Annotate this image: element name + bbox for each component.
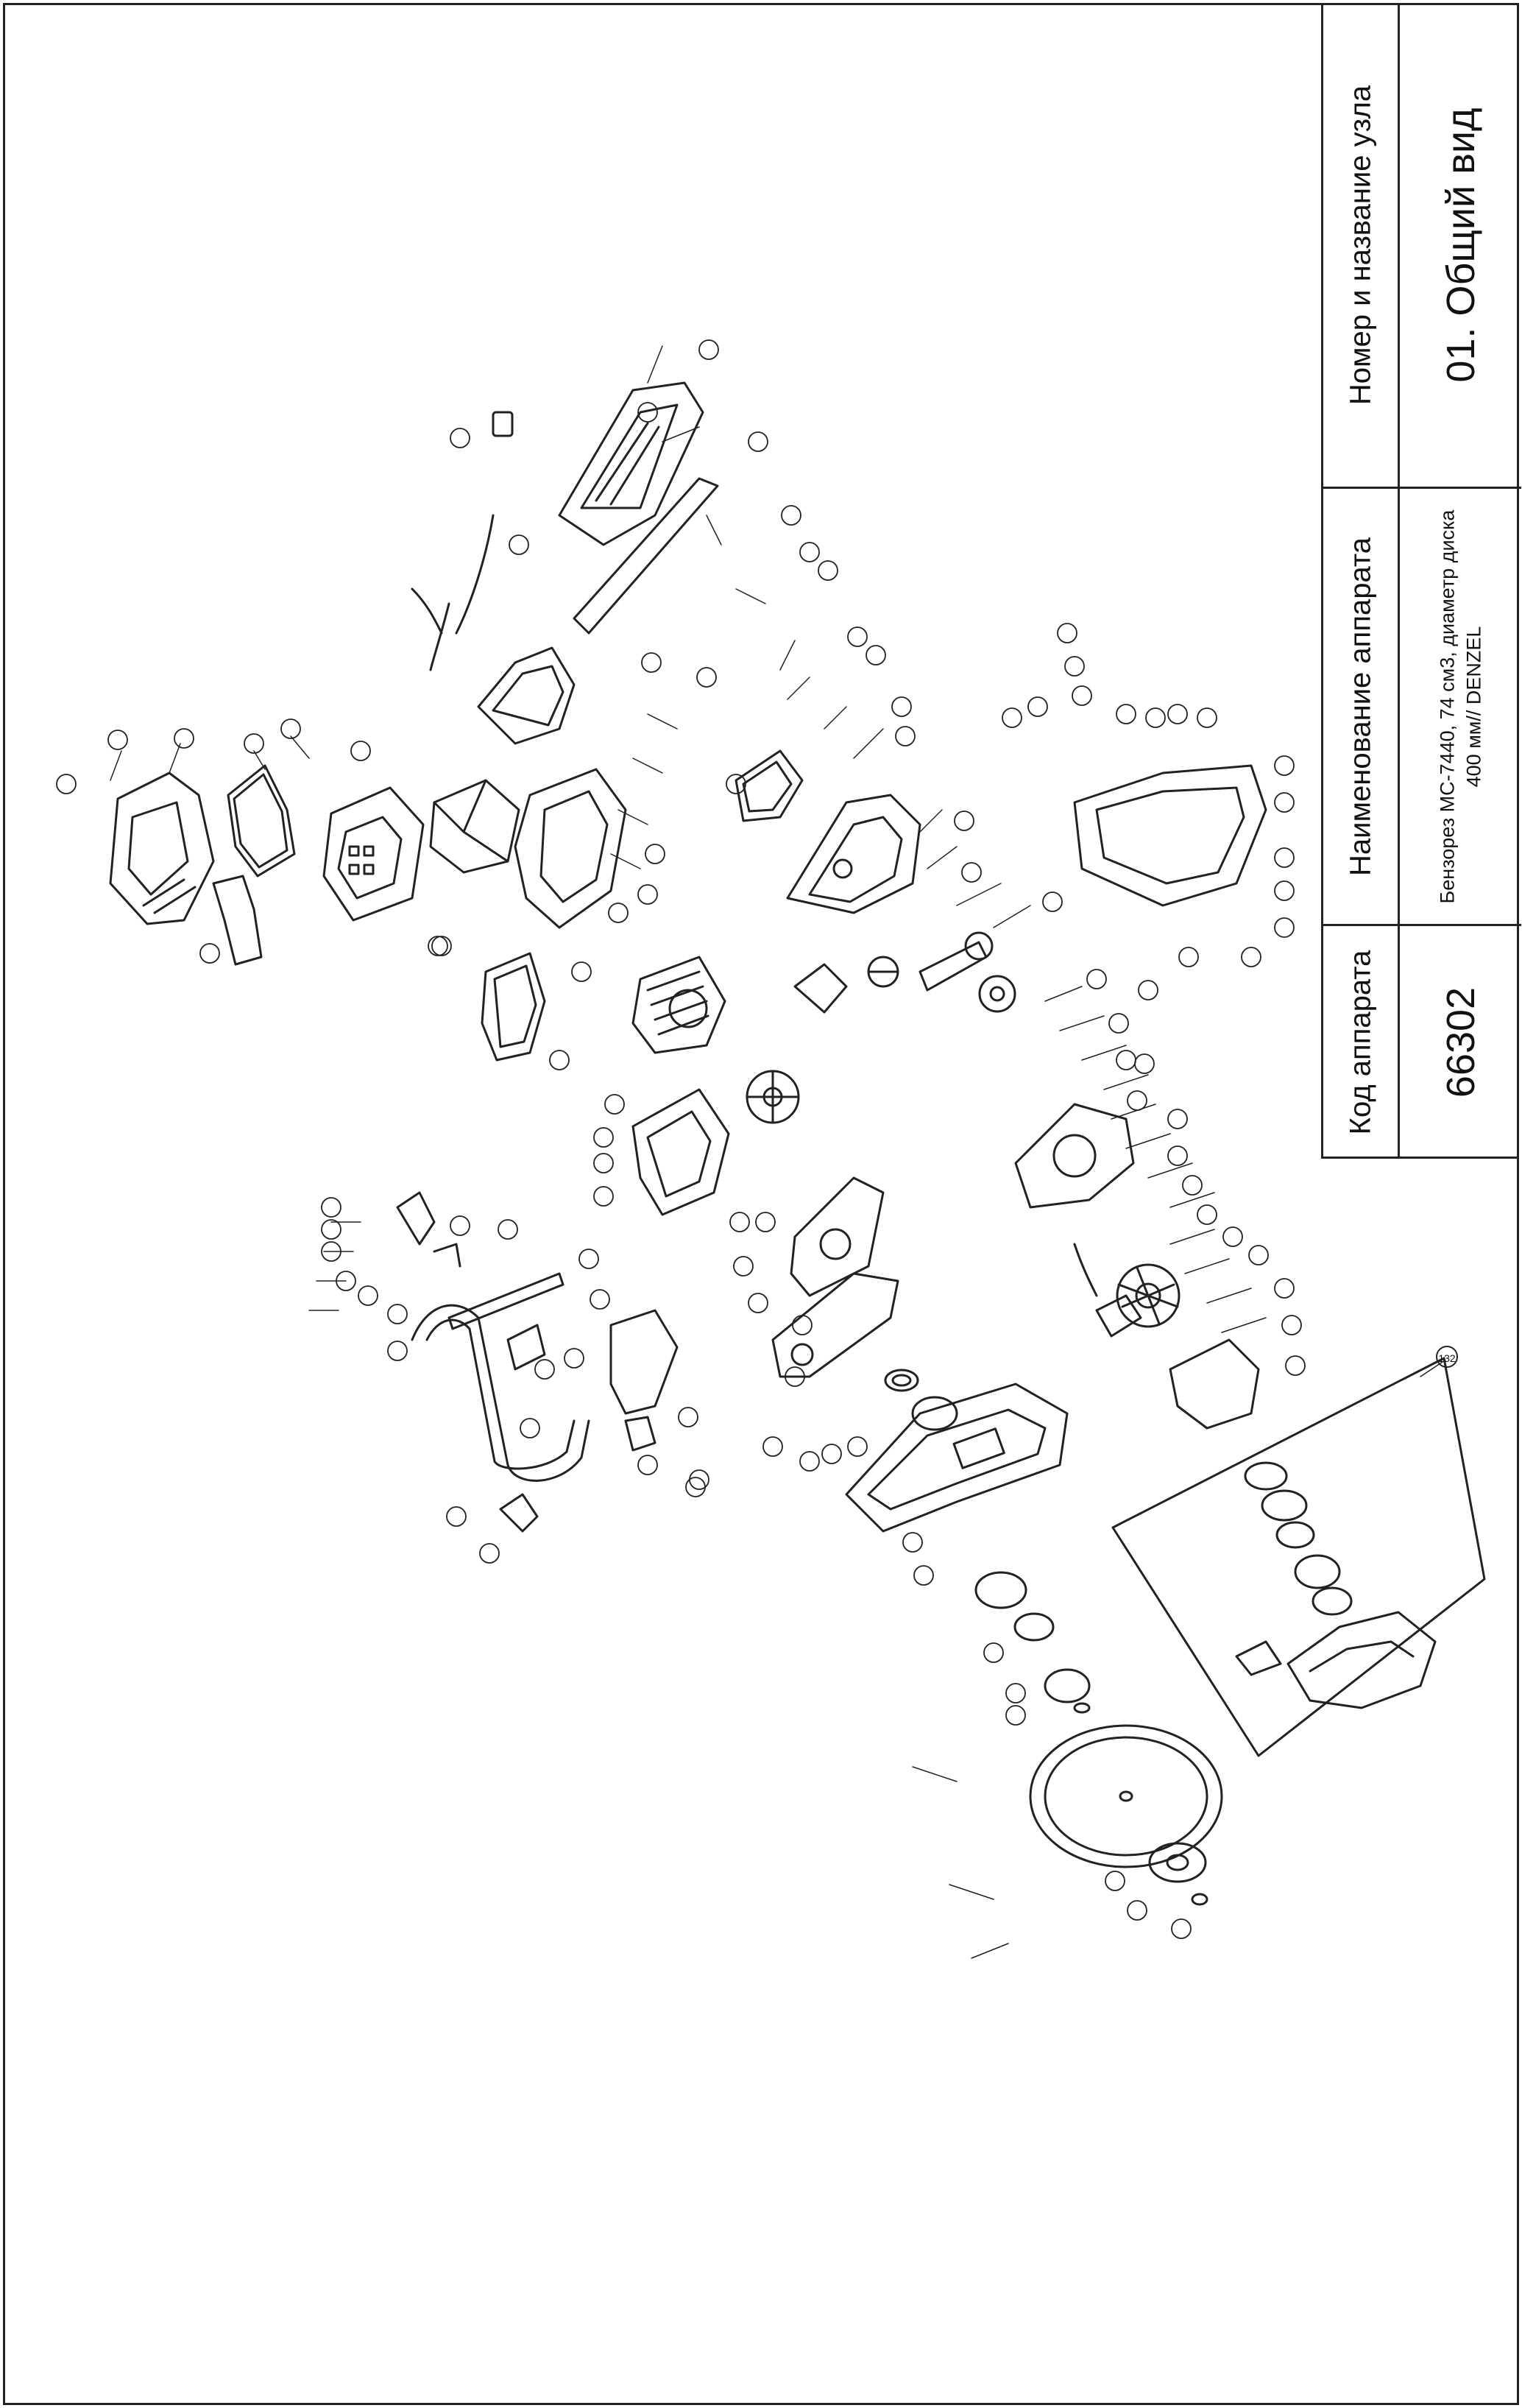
starter-housing [1014,1103,1135,1209]
device-header: Наименование аппарата [1344,537,1376,876]
rear-handle-parts [499,1309,679,1533]
belt-guard-top [558,381,704,546]
node-header-cell: Номер и название узла [1323,3,1398,489]
leader-lines [110,345,1267,1959]
inset-detail-box [1111,1346,1486,1757]
cutter-arm [771,1272,899,1378]
drive-belt [573,477,719,635]
device-header-cell: Наименование аппарата [1323,489,1398,926]
drive-pulley [746,1070,800,1124]
cutting-disc [1029,1724,1223,1868]
code-value-cell: 66302 [1400,926,1521,1159]
fuel-hose [411,411,514,671]
crankshaft [918,931,994,992]
throttle-trigger [396,1191,461,1268]
top-cover [514,768,627,929]
drawing-sheet [3,3,1519,2405]
fuel-tank-housing [786,794,921,914]
clutch-drum [978,975,1016,1013]
inset-callout-label: 132 [1438,1352,1456,1364]
air-filter-gasket [227,764,296,878]
node-value-cell: 01. Общий вид [1400,3,1521,489]
gasket-cylinder [793,963,848,1014]
node-value: 01. Общий вид [1438,107,1483,383]
code-value: 66302 [1438,986,1483,1098]
title-block-header-column: Номер и название узла Наименование аппар… [1323,3,1400,1157]
flywheel [1116,1263,1181,1328]
flange-washers [884,1369,1091,1714]
outer-flange [1148,1842,1208,1906]
piston [867,956,899,988]
code-header: Код аппарата [1344,950,1376,1135]
device-value: Бензорез МС-7440, 74 см3, диаметр диска … [1436,509,1485,903]
air-filter-housing [322,786,425,922]
callout-bubbles [56,339,1306,1939]
title-block: Номер и название узла Наименование аппар… [1321,3,1521,1159]
filter-bracket [212,875,263,966]
code-header-cell: Код аппарата [1323,926,1398,1159]
crankcase [631,1088,730,1216]
title-block-value-column: 01. Общий вид Бензорез МС-7440, 74 см3, … [1400,3,1521,1157]
carburetor [735,749,804,822]
filter-element [429,779,520,874]
node-header: Номер и название узла [1344,85,1376,405]
air-filter-cover [109,772,215,925]
fan-cover [1169,1338,1260,1430]
device-value-cell: Бензорез МС-7440, 74 см3, диаметр диска … [1400,489,1521,926]
blade-guard [845,1383,1069,1533]
ignition-coil [1073,1243,1142,1338]
front-handle [411,1304,590,1482]
handle-bracket [447,1272,564,1371]
fuel-tank [1073,764,1267,907]
clutch-housing [790,1176,885,1297]
cylinder [631,956,726,1054]
muffler [481,952,546,1062]
starter-cover-top [477,646,576,745]
